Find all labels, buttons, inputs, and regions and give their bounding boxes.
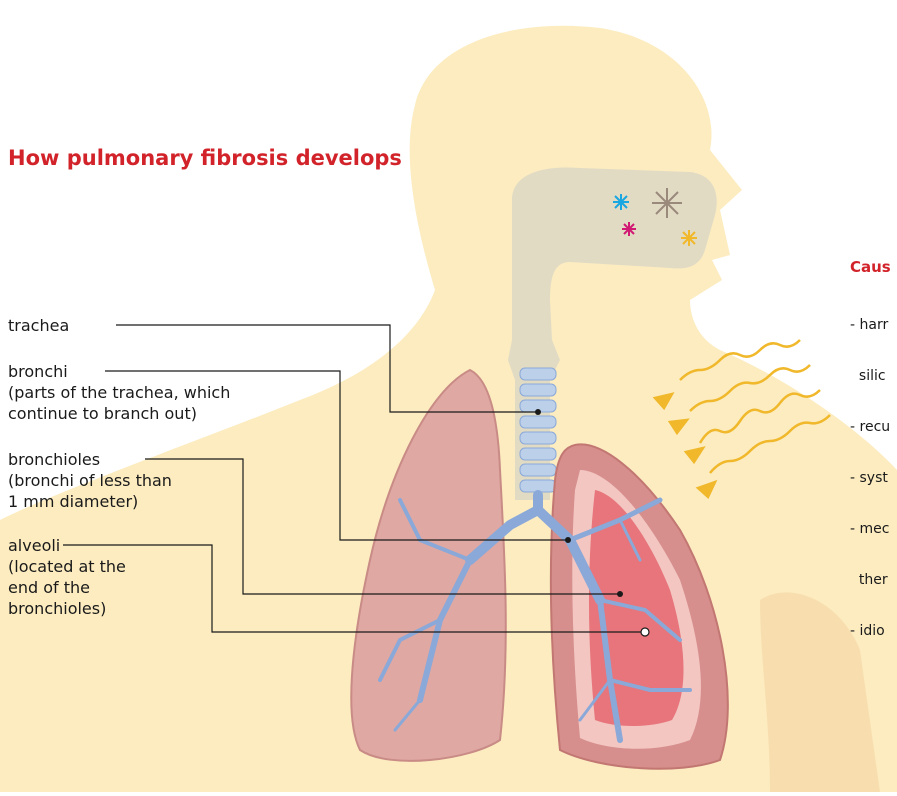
cause-item: - idio <box>850 623 897 640</box>
label-trachea: trachea <box>8 315 69 336</box>
label-bronchioles-desc-2: 1 mm diameter) <box>8 491 138 512</box>
label-bronchi: bronchi <box>8 361 68 382</box>
label-alveoli-desc-2: end of the <box>8 577 90 598</box>
cause-item: - harr <box>850 317 897 334</box>
label-bronchi-desc-1: (parts of the trachea, which <box>8 382 230 403</box>
particle-brown <box>652 188 682 218</box>
cause-item: - mec <box>850 521 897 538</box>
marker-bronchi <box>565 537 571 543</box>
causes-list: - harr silic - recu - syst - mec ther - … <box>850 283 897 657</box>
label-alveoli-desc-3: bronchioles) <box>8 598 106 619</box>
particle-blue <box>613 194 629 210</box>
cause-item: silic <box>850 368 897 385</box>
page-title: How pulmonary fibrosis develops <box>8 146 402 170</box>
label-alveoli-desc-1: (located at the <box>8 556 126 577</box>
marker-bronchioles <box>617 591 623 597</box>
causes-title: Caus <box>850 258 891 276</box>
cause-item: - syst <box>850 470 897 487</box>
marker-alveoli <box>641 628 649 636</box>
marker-trachea <box>535 409 541 415</box>
cause-item: ther <box>850 572 897 589</box>
particle-yellow <box>681 230 697 246</box>
label-alveoli: alveoli <box>8 535 60 556</box>
label-bronchioles-desc-1: (bronchi of less than <box>8 470 172 491</box>
label-bronchi-desc-2: continue to branch out) <box>8 403 197 424</box>
label-bronchioles: bronchioles <box>8 449 100 470</box>
cause-item: - recu <box>850 419 897 436</box>
particle-magenta <box>622 222 636 236</box>
